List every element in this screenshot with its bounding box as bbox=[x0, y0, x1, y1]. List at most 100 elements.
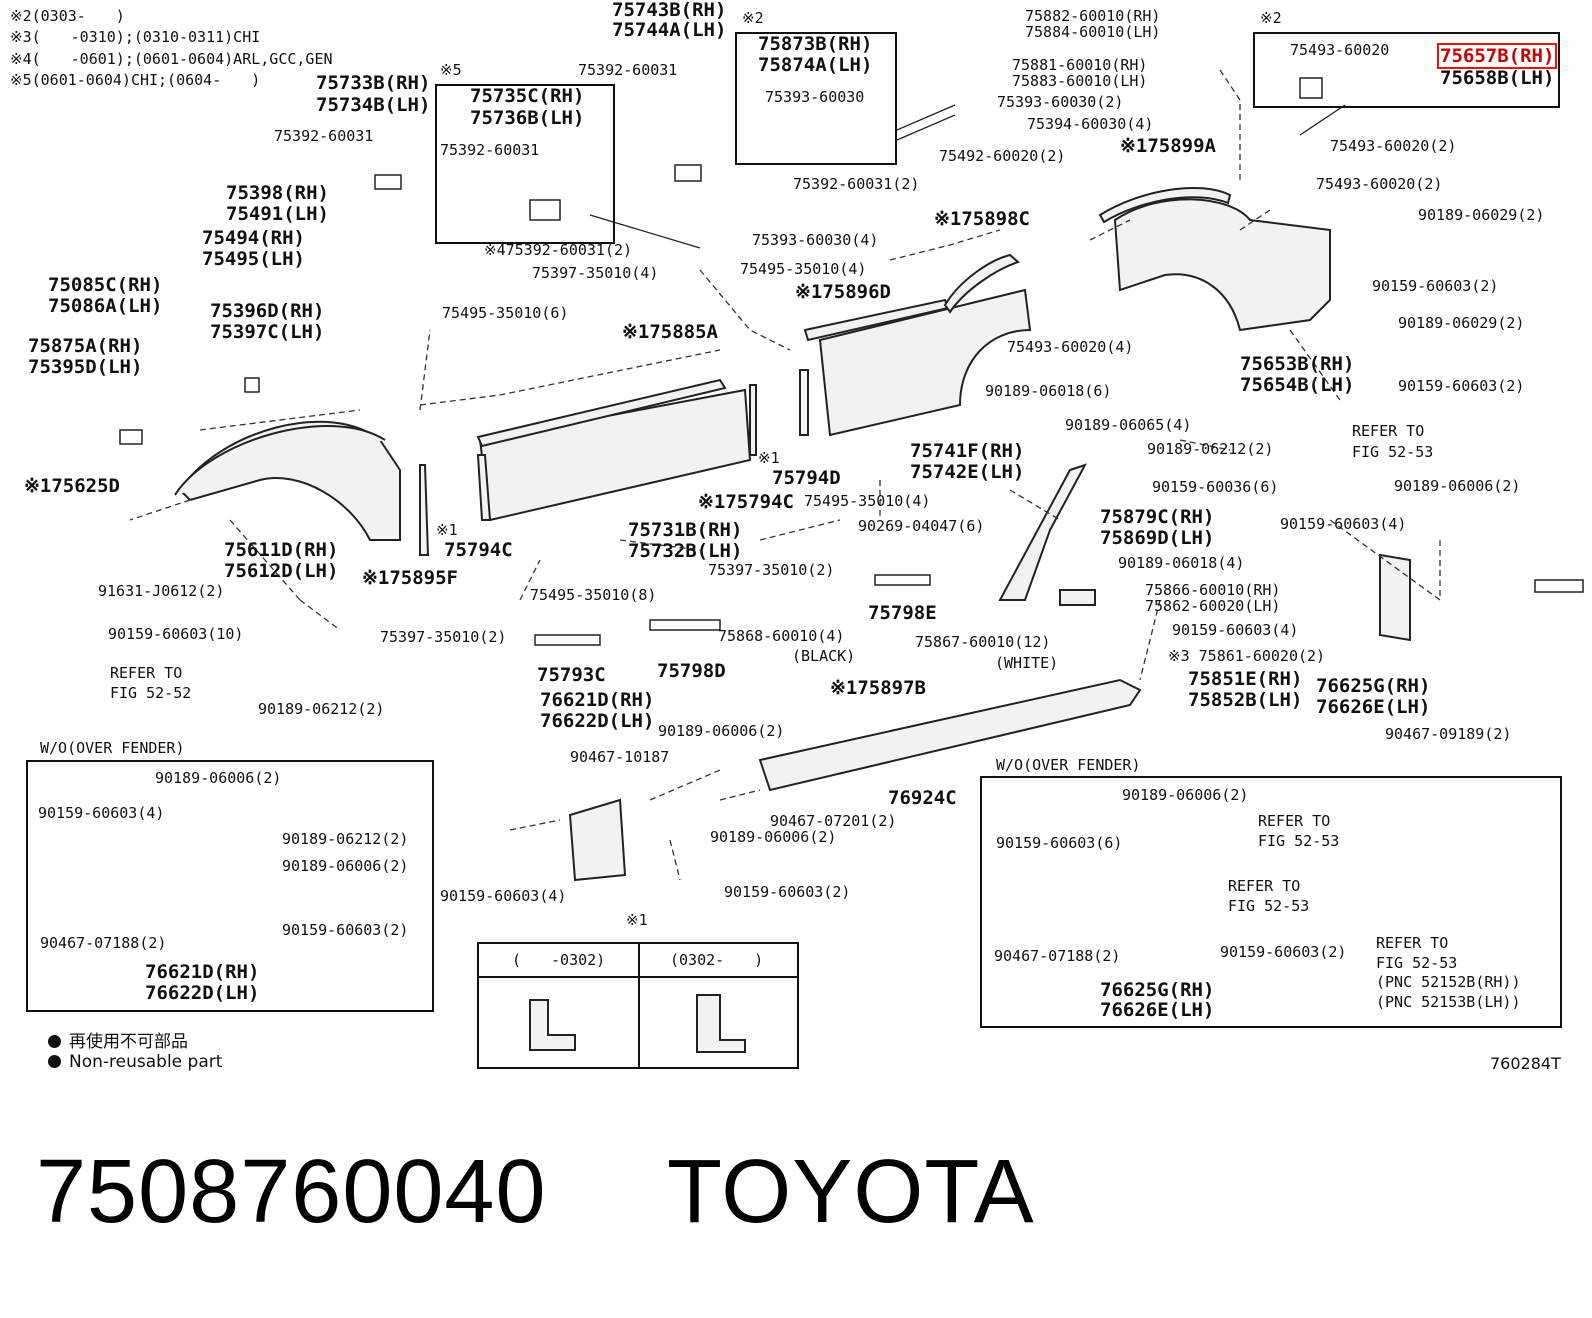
part-label: 75733B(RH) bbox=[316, 72, 431, 94]
part-label: ( -0302) bbox=[512, 951, 606, 969]
part-label: 75794D bbox=[772, 467, 841, 489]
part-label: 90159-60603(2) bbox=[1372, 277, 1499, 295]
part-label: (PNC 52152B(RH)) bbox=[1376, 973, 1521, 991]
part-label: 75493-60020(4) bbox=[1007, 338, 1134, 356]
part-label: 76626E(LH) bbox=[1316, 696, 1431, 718]
note-2: ※2(0303- ) bbox=[10, 7, 125, 25]
box-note-2-right bbox=[1253, 32, 1560, 108]
part-label: ※2 bbox=[742, 9, 764, 27]
part-label: 75798E bbox=[868, 602, 937, 624]
part-label: 90269-04047(6) bbox=[858, 517, 985, 535]
part-label: 90189-06006(2) bbox=[1394, 477, 1521, 495]
part-label: 90159-60603(2) bbox=[724, 883, 851, 901]
part-label: 90467-07188(2) bbox=[40, 934, 167, 952]
part-label: 75862-60020(LH) bbox=[1145, 597, 1281, 615]
part-label: 75868-60010(4) bbox=[718, 627, 845, 645]
part-label: 90189-06006(2) bbox=[1122, 786, 1249, 804]
bullet-icon bbox=[48, 1055, 61, 1068]
part-label: 75492-60020(2) bbox=[939, 147, 1066, 165]
part-label: 75741F(RH) bbox=[910, 440, 1025, 462]
part-label: 75493-60020(2) bbox=[1330, 137, 1457, 155]
part-label: 75397-35010(4) bbox=[532, 264, 659, 282]
part-label: 90189-06006(2) bbox=[710, 828, 837, 846]
part-label: ※3 75861-60020(2) bbox=[1168, 647, 1326, 665]
part-label: 75393-60030(4) bbox=[752, 231, 879, 249]
part-label: 90189-06029(2) bbox=[1398, 314, 1525, 332]
part-label: 76622D(LH) bbox=[540, 710, 655, 732]
part-label: 75867-60010(12) bbox=[915, 633, 1051, 651]
part-label: 90159-60603(2) bbox=[282, 921, 409, 939]
part-label: 75495(LH) bbox=[202, 248, 305, 270]
part-label: 90467-07201(2) bbox=[770, 812, 897, 830]
part-label: 75654B(LH) bbox=[1240, 374, 1355, 396]
part-label: 75495-35010(8) bbox=[530, 586, 657, 604]
part-label: 75394-60030(4) bbox=[1027, 115, 1154, 133]
part-label: ※5 bbox=[440, 61, 462, 79]
part-label: FIG 52-53 bbox=[1258, 832, 1340, 850]
part-label: 90467-10187 bbox=[570, 748, 670, 766]
part-label: 90189-06006(2) bbox=[658, 722, 785, 740]
part-label: 90189-06006(2) bbox=[155, 769, 282, 787]
part-label: REFER TO bbox=[1376, 934, 1449, 952]
part-label: 75393-60030(2) bbox=[997, 93, 1124, 111]
part-label: 90189-06212(2) bbox=[282, 830, 409, 848]
part-label: (BLACK) bbox=[792, 647, 856, 665]
part-label: 90159-60603(4) bbox=[440, 887, 567, 905]
part-label: 90159-60603(2) bbox=[1398, 377, 1525, 395]
part-label: ※175625D bbox=[24, 475, 120, 497]
part-label: 75397-35010(2) bbox=[380, 628, 507, 646]
bullet-icon bbox=[48, 1035, 61, 1048]
part-label: REFER TO bbox=[1258, 812, 1331, 830]
part-label: 75744A(LH) bbox=[612, 19, 727, 41]
part-label: 75874A(LH) bbox=[758, 54, 873, 76]
part-label: 75495-35010(4) bbox=[740, 260, 867, 278]
part-label: 75398(RH) bbox=[226, 182, 329, 204]
note-5: ※5(0601-0604)CHI;(0604- ) bbox=[10, 71, 261, 89]
part-label: 90159-60036(6) bbox=[1152, 478, 1279, 496]
note-3: ※3( -0310);(0310-0311)CHI bbox=[10, 28, 261, 46]
part-label: ※1 bbox=[626, 911, 648, 929]
part-label: (0302- ) bbox=[670, 951, 764, 969]
part-label: 75735C(RH) bbox=[470, 85, 585, 107]
part-label: 90467-09189(2) bbox=[1385, 725, 1512, 743]
part-label: ※1 bbox=[758, 449, 780, 467]
part-label: ※2 bbox=[1260, 9, 1282, 27]
part-label: ※1 bbox=[436, 521, 458, 539]
part-label: 90159-60603(10) bbox=[108, 625, 244, 643]
part-label: 75657B(RH) bbox=[1436, 43, 1558, 69]
part-label: 75085C(RH) bbox=[48, 274, 163, 296]
part-label: 76625G(RH) bbox=[1100, 979, 1215, 1001]
part-label: 76621D(RH) bbox=[540, 689, 655, 711]
part-label: REFER TO bbox=[110, 664, 183, 682]
legend-jp-text: 再使用不可部品 bbox=[69, 1032, 188, 1052]
part-label: 75851E(RH) bbox=[1188, 668, 1303, 690]
box-note-1-divider bbox=[638, 942, 640, 1069]
part-label: W/O(OVER FENDER) bbox=[996, 756, 1141, 774]
part-label: 76626E(LH) bbox=[1100, 999, 1215, 1021]
box-wo-over-fender-right bbox=[980, 776, 1562, 1028]
part-label: ※175896D bbox=[795, 281, 891, 303]
part-label: 75873B(RH) bbox=[758, 33, 873, 55]
box-wo-over-fender-left bbox=[26, 760, 434, 1012]
part-label: 75493-60020 bbox=[1290, 41, 1390, 59]
part-label: 90467-07188(2) bbox=[994, 947, 1121, 965]
part-label: 75879C(RH) bbox=[1100, 506, 1215, 528]
part-label: 75392-60031 bbox=[274, 127, 374, 145]
part-label: 75884-60010(LH) bbox=[1025, 23, 1161, 41]
part-label: 90189-06212(2) bbox=[1147, 440, 1274, 458]
rear-over-fender bbox=[1113, 198, 1331, 332]
drawing-code: 760284T bbox=[1490, 1054, 1561, 1073]
part-label: W/O(OVER FENDER) bbox=[40, 739, 185, 757]
part-label: 75495-35010(6) bbox=[442, 304, 569, 322]
part-label: ※175794C bbox=[698, 491, 794, 513]
part-label: 75396D(RH) bbox=[210, 300, 325, 322]
part-label: 75736B(LH) bbox=[470, 107, 585, 129]
part-label: 76622D(LH) bbox=[145, 982, 260, 1004]
part-label: 75493-60020(2) bbox=[1316, 175, 1443, 193]
rocker-panel-molding bbox=[758, 678, 1142, 792]
part-label: 75397C(LH) bbox=[210, 321, 325, 343]
part-label: 75852B(LH) bbox=[1188, 689, 1303, 711]
box-note-5 bbox=[435, 84, 615, 244]
